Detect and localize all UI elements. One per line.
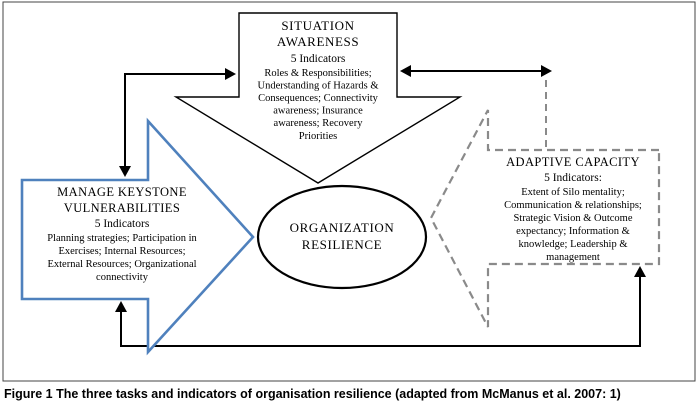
situation-title-line1: SITUATION bbox=[281, 18, 354, 33]
adaptive-title: ADAPTIVE CAPACITY bbox=[506, 155, 640, 169]
arrowhead-right-icon bbox=[541, 65, 552, 77]
center-title-line2: RESILIENCE bbox=[302, 237, 382, 252]
organization-resilience-ellipse bbox=[256, 184, 428, 290]
arrowhead-up-icon bbox=[634, 266, 646, 277]
situation-indicator-line: Consequences; Connectivity bbox=[258, 93, 379, 104]
situation-awareness-arrow-shape bbox=[173, 12, 463, 184]
arrowhead-up-icon bbox=[115, 301, 127, 312]
keystone-arrow-shape bbox=[20, 117, 255, 356]
arrowhead-left-icon bbox=[400, 65, 411, 77]
keystone-title-line1: MANAGE KEYSTONE bbox=[57, 185, 187, 199]
connector-situation-adaptive bbox=[400, 65, 552, 149]
adaptive-capacity-block: ADAPTIVE CAPACITY 5 Indicators: Extent o… bbox=[429, 109, 661, 328]
situation-indicator-line: awareness; Recovery bbox=[274, 118, 364, 129]
keystone-title-line2: VULNERABILITIES bbox=[64, 201, 180, 215]
arrowhead-right-icon bbox=[225, 68, 236, 80]
adaptive-indicator-line: expectancy; Information & bbox=[516, 226, 630, 237]
keystone-subtitle: 5 Indicators bbox=[95, 218, 150, 230]
adaptive-arrow-shape bbox=[429, 109, 661, 328]
adaptive-indicator-line: knowledge; Leadership & bbox=[518, 239, 627, 250]
situation-indicator-line: Understanding of Hazards & bbox=[257, 81, 378, 92]
keystone-indicator-line: External Resources; Organizational bbox=[47, 259, 196, 270]
situation-indicator-line: Roles & Responsibilities; bbox=[264, 68, 371, 79]
keystone-indicator-line: Exercises; Internal Resources; bbox=[58, 246, 185, 257]
adaptive-indicator-line: Strategic Vision & Outcome bbox=[513, 213, 632, 224]
adaptive-indicator-line: management bbox=[546, 252, 600, 263]
situation-title-line2: AWARENESS bbox=[277, 34, 359, 49]
adaptive-indicator-line: Extent of Silo mentality; bbox=[521, 187, 625, 198]
situation-subtitle: 5 Indicators bbox=[291, 53, 346, 65]
arrowhead-down-icon bbox=[119, 166, 131, 177]
connector-keystone-adaptive bbox=[115, 266, 646, 347]
situation-indicator-line: awareness; Insurance bbox=[273, 106, 363, 117]
adaptive-subtitle: 5 Indicators: bbox=[544, 172, 602, 184]
situation-indicator-line: Priorities bbox=[299, 131, 338, 142]
keystone-vulnerabilities-block: MANAGE KEYSTONE VULNERABILITIES 5 Indica… bbox=[20, 117, 255, 356]
situation-awareness-block: SITUATION AWARENESS 5 Indicators Roles &… bbox=[173, 12, 463, 184]
center-title-line1: ORGANIZATION bbox=[290, 220, 395, 235]
organization-resilience-block: ORGANIZATION RESILIENCE bbox=[256, 184, 428, 290]
connector-keystone-situation bbox=[119, 68, 236, 177]
adaptive-indicator-line: Communication & relationships; bbox=[504, 200, 642, 211]
figure-caption: Figure 1 The three tasks and indicators … bbox=[4, 387, 621, 401]
keystone-indicator-line: Planning strategies; Participation in bbox=[47, 233, 197, 244]
keystone-indicator-line: connectivity bbox=[96, 272, 149, 283]
